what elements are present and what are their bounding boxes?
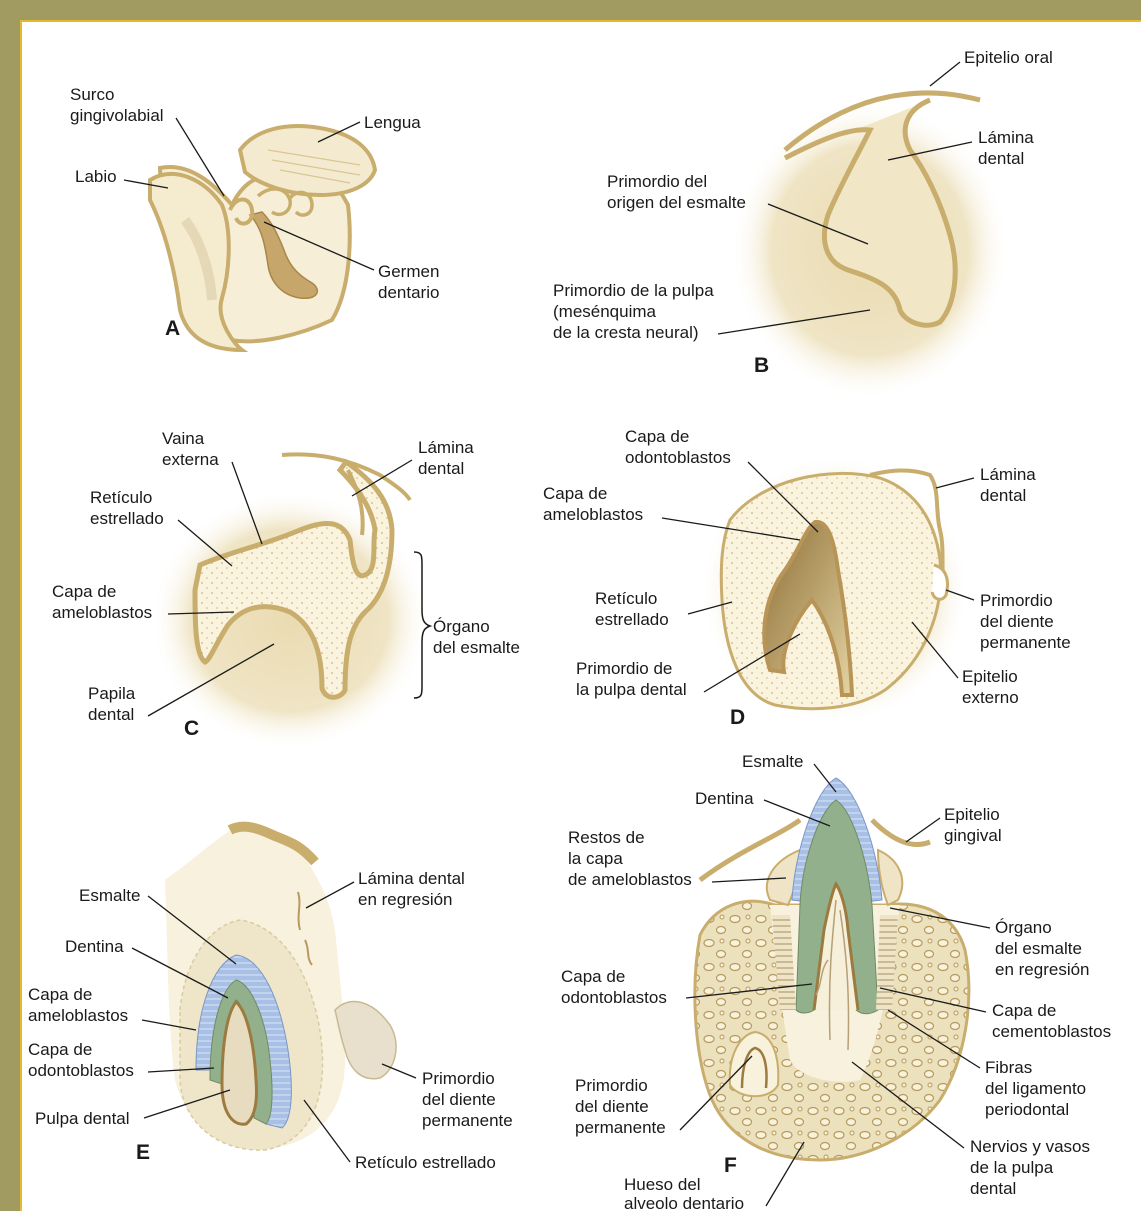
label-lamina-dental-d: Lámina dental bbox=[980, 465, 1041, 505]
label-primordio-permanente-d: Primordio del diente permanente bbox=[980, 591, 1071, 652]
panel-f-letter: F bbox=[724, 1154, 737, 1177]
label-primordio-permanente-f: Primordio del diente permanente bbox=[575, 1076, 666, 1137]
leader-lamina-d bbox=[936, 478, 974, 488]
label-primordio-pulpa: Primordio de la pulpa (mesénquima de la … bbox=[553, 281, 718, 342]
label-organo-regresion: Órgano del esmalte en regresión bbox=[995, 918, 1090, 979]
label-reticulo-e: Retículo estrellado bbox=[355, 1153, 496, 1172]
panel-c: C Vaina externa Lámina dental Retículo e… bbox=[52, 429, 520, 750]
label-nervios-vasos: Nervios y vasos de la pulpa dental bbox=[970, 1137, 1095, 1198]
panel-d: D Capa de odontoblastos Lámina dental Ca… bbox=[543, 427, 1071, 729]
label-capa-amelo-c: Capa de ameloblastos bbox=[52, 582, 152, 622]
label-dentina-e: Dentina bbox=[65, 937, 124, 956]
label-epitelio-externo: Epitelio externo bbox=[962, 667, 1023, 707]
label-primordio-permanente-e: Primordio del diente permanente bbox=[422, 1069, 513, 1130]
panel-a: A Surco gingivolabial Lengua Labio Germe… bbox=[70, 85, 444, 350]
label-odontoblastos-f: Capa de odontoblastos bbox=[561, 967, 667, 1007]
label-surco-gingivolabial: Surco gingivolabial bbox=[70, 85, 164, 125]
label-lamina-dental-b: Lámina dental bbox=[978, 128, 1039, 168]
leader-epitelio-oral bbox=[930, 62, 960, 86]
label-organo-esmalte-c: Órgano del esmalte bbox=[433, 617, 520, 657]
label-lamina-dental-c: Lámina dental bbox=[418, 438, 479, 478]
panel-d-letter: D bbox=[730, 706, 745, 729]
label-epitelio-gingival: Epitelio gingival bbox=[944, 805, 1005, 845]
label-fibras-ligamento: Fibras del ligamento periodontal bbox=[985, 1058, 1091, 1119]
leader-epitelio-gingival bbox=[906, 818, 940, 842]
label-lengua: Lengua bbox=[364, 113, 421, 132]
label-odontoblastos-d: Capa de odontoblastos bbox=[625, 427, 731, 467]
label-germen-dentario: Germen dentario bbox=[378, 262, 444, 302]
label-epitelio-oral: Epitelio oral bbox=[964, 48, 1053, 67]
label-esmalte-f: Esmalte bbox=[742, 752, 803, 771]
label-hueso-alveolo: Hueso del alveolo dentario bbox=[624, 1175, 744, 1211]
label-cementoblastos: Capa de cementoblastos bbox=[992, 1001, 1111, 1041]
label-primordio-pulpa-d: Primordio de la pulpa dental bbox=[576, 659, 687, 699]
panel-b: B Epitelio oral Lámina dental Primordio … bbox=[553, 48, 1053, 400]
panel-e: E Lámina dental en regresión Esmalte Den… bbox=[28, 825, 513, 1172]
label-ameloblastos-e: Capa de ameloblastos bbox=[28, 985, 128, 1025]
label-primordio-esmalte: Primordio del origen del esmalte bbox=[607, 172, 746, 212]
label-pulpa-dental-e: Pulpa dental bbox=[35, 1109, 130, 1128]
label-ameloblastos-d: Capa de ameloblastos bbox=[543, 484, 643, 524]
label-restos-ameloblastos: Restos de la capa de ameloblastos bbox=[568, 828, 692, 889]
label-odontoblastos-e: Capa de odontoblastos bbox=[28, 1040, 134, 1080]
label-esmalte-e: Esmalte bbox=[79, 886, 140, 905]
panel-e-letter: E bbox=[136, 1141, 150, 1164]
label-reticulo-c: Retículo estrellado bbox=[90, 488, 164, 528]
panel-a-letter: A bbox=[165, 317, 180, 340]
label-labio: Labio bbox=[75, 167, 117, 186]
label-lamina-regresion: Lámina dental en regresión bbox=[358, 869, 470, 909]
panel-f: F Esmalte Dentina Epitelio gingival Rest… bbox=[561, 752, 1111, 1211]
label-reticulo-d: Retículo estrellado bbox=[595, 589, 669, 629]
label-dentina-f: Dentina bbox=[695, 789, 754, 808]
label-vaina-externa: Vaina externa bbox=[162, 429, 219, 469]
panel-b-letter: B bbox=[754, 354, 769, 377]
label-papila-dental: Papila dental bbox=[88, 684, 140, 724]
panel-c-letter: C bbox=[184, 717, 199, 740]
